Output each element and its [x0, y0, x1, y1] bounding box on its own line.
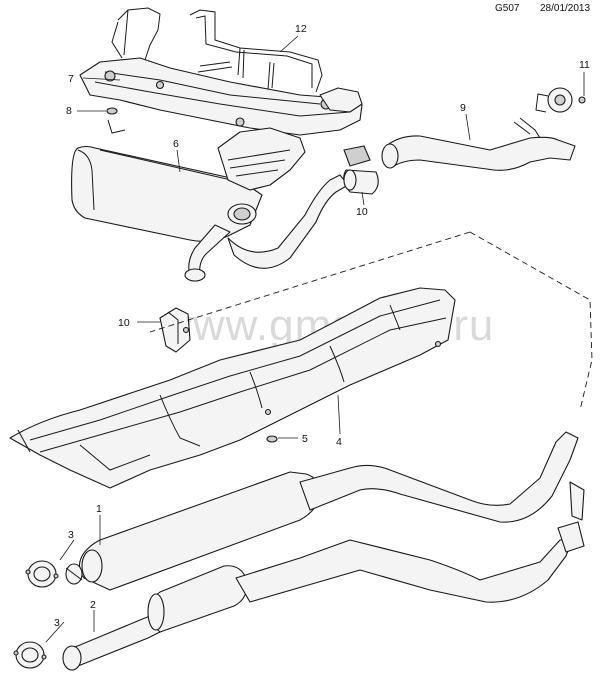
rubber-mount-11 — [535, 87, 586, 113]
assembly-guide-line-upper — [149, 231, 471, 333]
crossmember-7 — [79, 7, 363, 136]
callout-12: 12 — [295, 23, 307, 35]
diagram-date: 28/01/2013 — [540, 3, 591, 14]
upper-heat-shield — [217, 127, 306, 191]
front-pipe-2 — [62, 521, 585, 671]
tail-pipe-9 — [381, 117, 576, 171]
clamp-10-lower — [159, 307, 191, 353]
clamp-10-upper — [343, 145, 379, 195]
callout-3-upper: 3 — [68, 529, 74, 541]
gasket-3-lower — [13, 641, 47, 669]
gasket-3-upper — [25, 560, 59, 588]
intermediate-pipe-1 — [65, 431, 585, 591]
assembly-guide-line-right — [469, 231, 593, 411]
callout-10-lower: 10 — [118, 317, 130, 329]
nut-8 — [106, 107, 118, 115]
callout-7: 7 — [68, 73, 74, 85]
callout-2: 2 — [90, 599, 96, 611]
diagram-code: G507 — [495, 3, 520, 14]
callout-11: 11 — [579, 59, 590, 71]
nut-5 — [266, 435, 278, 443]
callout-3-lower: 3 — [54, 617, 60, 629]
callout-8: 8 — [66, 105, 72, 117]
callout-9: 9 — [460, 102, 466, 114]
callout-1: 1 — [96, 503, 102, 515]
rear-muffler-6 — [71, 145, 349, 282]
callout-6: 6 — [173, 138, 179, 150]
callout-4: 4 — [336, 436, 342, 448]
floor-heat-shield-4 — [9, 287, 456, 489]
leader-lines — [45, 35, 585, 643]
callout-10-upper: 10 — [356, 206, 368, 218]
callout-5: 5 — [302, 433, 308, 445]
